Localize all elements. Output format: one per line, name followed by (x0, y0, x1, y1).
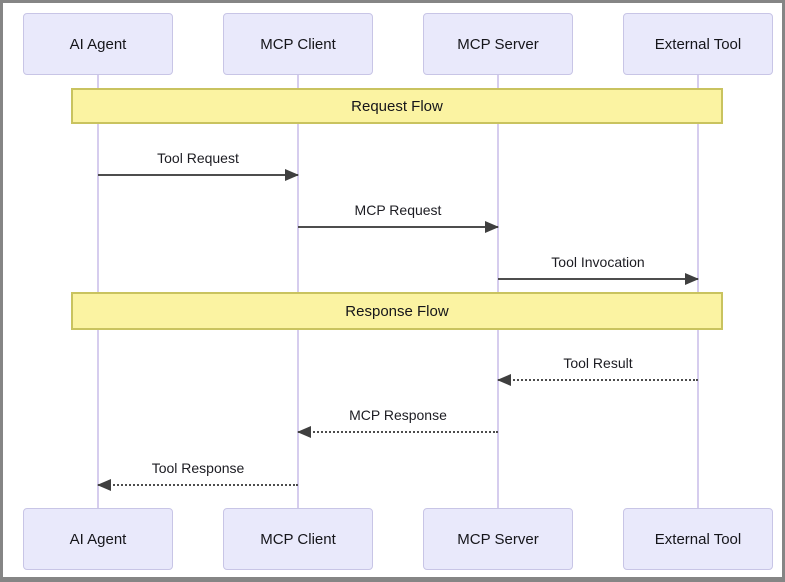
message-mcp-request: MCP Request (298, 200, 499, 233)
message-label: Tool Result (563, 355, 633, 371)
actor-box-ai-agent-top: AI Agent (23, 13, 173, 75)
message-label: MCP Response (349, 407, 447, 423)
actor-label: External Tool (654, 35, 742, 53)
message-tool-result: Tool Result (497, 353, 698, 386)
lifeline-mcp-client (297, 75, 299, 508)
actor-label: MCP Client (260, 530, 336, 548)
message-label: Tool Response (151, 460, 245, 476)
message-label: MCP Request (354, 202, 442, 218)
actor-box-external-tool-bottom: External Tool (623, 508, 773, 570)
actor-label: External Tool (654, 530, 742, 548)
message-label: Tool Request (157, 150, 239, 166)
lifeline-ai-agent (97, 75, 99, 508)
actor-label: MCP Server (457, 35, 539, 53)
arrowhead-left-icon (297, 426, 311, 438)
arrow-line (298, 221, 499, 233)
arrowhead-left-icon (497, 374, 511, 386)
actor-box-mcp-client-top: MCP Client (223, 13, 373, 75)
arrow-line (97, 479, 298, 491)
arrowhead-right-icon (285, 169, 299, 181)
actor-label: MCP Server (457, 530, 539, 548)
section-label: Request Flow (351, 97, 443, 115)
actor-label: AI Agent (69, 530, 127, 548)
message-tool-request: Tool Request (98, 148, 299, 181)
message-tool-invocation: Tool Invocation (498, 252, 699, 285)
arrow-line (498, 273, 699, 285)
actor-box-ai-agent-bottom: AI Agent (23, 508, 173, 570)
arrow-line (497, 374, 698, 386)
section-band-request-flow: Request Flow (71, 88, 723, 124)
message-label: Tool Invocation (551, 254, 645, 270)
actor-label: MCP Client (260, 35, 336, 53)
arrowhead-right-icon (485, 221, 499, 233)
actor-box-mcp-server-bottom: MCP Server (423, 508, 573, 570)
message-mcp-response: MCP Response (297, 405, 498, 438)
lifeline-external-tool (697, 75, 699, 508)
actor-box-external-tool-top: External Tool (623, 13, 773, 75)
arrow-line (297, 426, 498, 438)
actor-box-mcp-server-top: MCP Server (423, 13, 573, 75)
arrowhead-left-icon (97, 479, 111, 491)
actor-label: AI Agent (69, 35, 127, 53)
arrowhead-right-icon (685, 273, 699, 285)
message-tool-response: Tool Response (97, 458, 298, 491)
section-label: Response Flow (345, 302, 449, 320)
section-band-response-flow: Response Flow (71, 292, 723, 330)
actor-box-mcp-client-bottom: MCP Client (223, 508, 373, 570)
arrow-line (98, 169, 299, 181)
lifeline-mcp-server (497, 75, 499, 508)
